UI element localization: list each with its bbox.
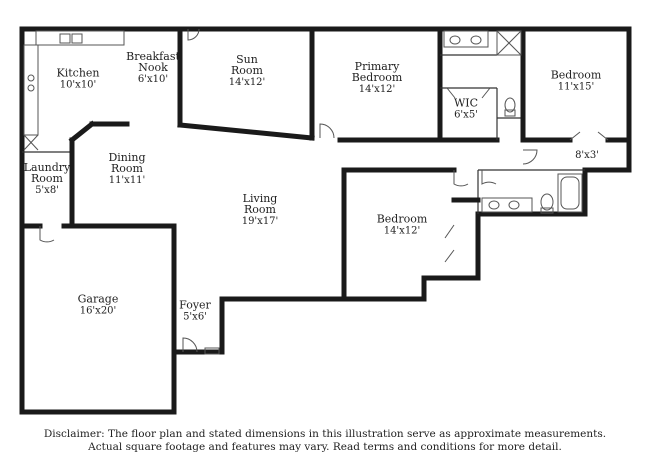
room-bedroom1-name: Bedroom: [551, 69, 602, 82]
windows: [20, 27, 631, 414]
room-living-name: Living: [243, 192, 278, 205]
room-living-name: Room: [244, 203, 277, 216]
room-wic-dims: 6'x5': [454, 110, 478, 121]
room-laundry-name: Room: [31, 172, 64, 185]
room-label-closet: 8'x3': [575, 150, 599, 161]
room-wic-name: WIC: [454, 97, 478, 110]
room-dining-name: Room: [111, 162, 144, 175]
room-foyer-name: Foyer: [179, 299, 211, 312]
walls: [19, 26, 632, 415]
room-dining-dims: 11'x11': [109, 175, 146, 186]
room-breakfast-dims: 6'x10': [138, 74, 168, 85]
room-garage-dims: 16'x20': [80, 306, 117, 317]
room-bedroom1-dims: 11'x15': [558, 82, 595, 93]
disclaimer: Disclaimer: The floor plan and stated di…: [0, 428, 650, 454]
room-breakfast-name: Breakfast: [126, 50, 180, 63]
room-laundry-dims: 5'x8': [35, 185, 59, 196]
disclaimer-line-2: Actual square footage and features may v…: [88, 441, 562, 453]
room-foyer-dims: 5'x6': [183, 312, 207, 323]
room-breakfast-name: Nook: [138, 61, 168, 74]
room-primary-name: Primary: [355, 60, 400, 73]
room-living-dims: 19'x17': [242, 216, 279, 227]
room-dining-name: Dining: [108, 151, 145, 164]
room-closet-dims: 8'x3': [575, 150, 599, 161]
door-swings: [39, 28, 609, 355]
room-kitchen-name: Kitchen: [57, 67, 100, 80]
fixtures: [23, 30, 583, 214]
room-sun-dims: 14'x12': [229, 77, 266, 88]
room-primary-name: Bedroom: [352, 71, 403, 84]
disclaimer-line-1: Disclaimer: The floor plan and stated di…: [43, 428, 607, 440]
room-bedroom2-name: Bedroom: [377, 213, 428, 226]
room-sun-name: Sun: [236, 53, 258, 66]
room-garage-name: Garage: [78, 293, 119, 306]
room-sun-name: Room: [231, 64, 264, 77]
room-primary-dims: 14'x12': [359, 84, 396, 95]
room-bedroom2-dims: 14'x12': [384, 226, 421, 237]
room-laundry-name: Laundry: [24, 161, 71, 174]
room-kitchen-dims: 10'x10': [60, 80, 97, 91]
